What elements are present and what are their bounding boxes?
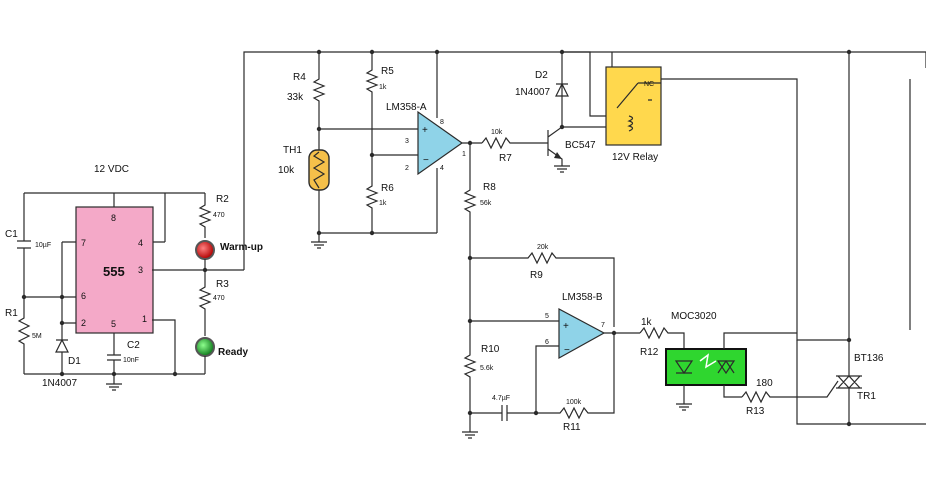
r9-value: 20k xyxy=(537,244,549,251)
opamp-a-minus: − xyxy=(423,155,429,166)
pin-1-label: 1 xyxy=(142,314,147,324)
triac-ref: TR1 xyxy=(857,391,876,402)
r5-value: 1k xyxy=(379,84,387,91)
relay-label: 12V Relay xyxy=(612,152,658,163)
r2-ref: R2 xyxy=(216,194,229,205)
opamp-a-name: LM358-A xyxy=(386,102,427,113)
r12-value: 1k xyxy=(641,317,653,328)
supply-label: 12 VDC xyxy=(94,164,129,175)
opamp-a-pin-8: 8 xyxy=(440,119,444,126)
transistor-bc547[interactable] xyxy=(538,52,563,166)
pin-8-label: 8 xyxy=(111,213,116,223)
q1-label: BC547 xyxy=(565,140,596,151)
pin-3-label: 3 xyxy=(138,265,143,275)
warmup-label: Warm-up xyxy=(220,242,263,253)
r2-value: 470 xyxy=(213,212,225,219)
pin-7-label: 7 xyxy=(81,238,86,248)
ready-led xyxy=(195,337,215,357)
warmup-led xyxy=(195,240,215,260)
d2-value: 1N4007 xyxy=(515,87,550,98)
relay-section: NC 12V Relay xyxy=(605,49,926,376)
th1-ref: TH1 xyxy=(283,145,302,156)
opamp-lm358-b[interactable] xyxy=(558,308,606,360)
triac-section: 1k R12 MOC3020 180 R13 BT136 TR1 xyxy=(639,52,926,427)
opamp-a-pin-4: 4 xyxy=(440,165,444,172)
c1-value: 10µF xyxy=(35,242,51,249)
opto-label: MOC3020 xyxy=(671,311,717,322)
r10-ref: R10 xyxy=(481,344,500,355)
r7-ref: R7 xyxy=(499,153,512,164)
r5-ref: R5 xyxy=(381,66,394,77)
opamp-a-pin-3: 3 xyxy=(405,138,409,145)
timer-ic-555[interactable] xyxy=(75,206,154,334)
c3-value: 4.7µF xyxy=(492,395,510,402)
r12-ref: R12 xyxy=(640,347,659,358)
timer-ic-label: 555 xyxy=(103,264,125,279)
timer-section: 12 VDC 555 8 7 4 3 6 2 5 1 C1 10µF R1 5M… xyxy=(5,51,612,391)
c2-ref: C2 xyxy=(127,340,140,351)
thermistor-th1[interactable] xyxy=(308,149,330,191)
r8-value: 56k xyxy=(480,200,492,207)
r13-value: 180 xyxy=(756,378,773,389)
ready-label: Ready xyxy=(218,347,248,358)
c1-ref: C1 xyxy=(5,229,18,240)
r11-value: 100k xyxy=(566,399,582,406)
d1-ref: D1 xyxy=(68,356,81,367)
r6-ref: R6 xyxy=(381,183,394,194)
r10-value: 5.6k xyxy=(480,365,494,372)
opamp-b-pin-6: 6 xyxy=(545,339,549,346)
r9-ref: R9 xyxy=(530,270,543,281)
r11-ref: R11 xyxy=(563,422,581,433)
opamp-b-pin-7: 7 xyxy=(601,322,605,329)
pin-4-label: 4 xyxy=(138,238,143,248)
r3-ref: R3 xyxy=(216,279,229,290)
relay-12v[interactable] xyxy=(605,66,662,146)
pin-6-label: 6 xyxy=(81,291,86,301)
relay-contact-label: NC xyxy=(644,81,654,88)
comparator-section: R4 33k TH1 10k R5 1k R6 1k + − LM358-A 3… xyxy=(278,49,629,249)
th1-value: 10k xyxy=(278,165,295,176)
r3-value: 470 xyxy=(213,295,225,302)
triac-bt136[interactable] xyxy=(836,375,862,389)
opamp-b-plus: + xyxy=(563,321,569,332)
opamp-a-pin-1: 1 xyxy=(462,151,466,158)
opamp-lm358-a[interactable] xyxy=(417,110,464,176)
r1-value: 5M xyxy=(32,333,42,340)
opamp-a-pin-2: 2 xyxy=(405,165,409,172)
d1-value: 1N4007 xyxy=(42,378,77,389)
r6-value: 1k xyxy=(379,200,387,207)
r1-ref: R1 xyxy=(5,308,18,319)
d2-ref: D2 xyxy=(535,70,548,81)
c2-value: 10nF xyxy=(123,357,139,364)
r7-value: 10k xyxy=(491,129,503,136)
opamp-b-name: LM358-B xyxy=(562,292,603,303)
opamp-b-minus: − xyxy=(564,345,570,356)
pin-2-label: 2 xyxy=(81,318,86,328)
opamp-b-pin-5: 5 xyxy=(545,313,549,320)
opamp-a-plus: + xyxy=(422,125,428,136)
triac-value: BT136 xyxy=(854,353,884,364)
r13-ref: R13 xyxy=(746,406,765,417)
r4-value: 33k xyxy=(287,92,304,103)
r8-ref: R8 xyxy=(483,182,496,193)
oscillator-section: R8 56k 20k R9 + − LM358-B 5 6 7 R10 5.6k… xyxy=(462,143,640,439)
r4-ref: R4 xyxy=(293,72,306,83)
pin-5-label: 5 xyxy=(111,319,116,329)
